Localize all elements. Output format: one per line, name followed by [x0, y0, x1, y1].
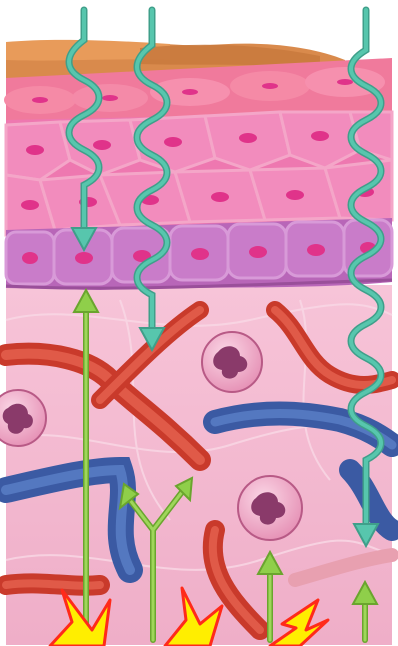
- immune-cell-icon: [238, 476, 302, 540]
- immune-cell-icon: [202, 332, 262, 392]
- immune-cell-icon: [0, 390, 46, 446]
- basal-layer: [6, 218, 392, 290]
